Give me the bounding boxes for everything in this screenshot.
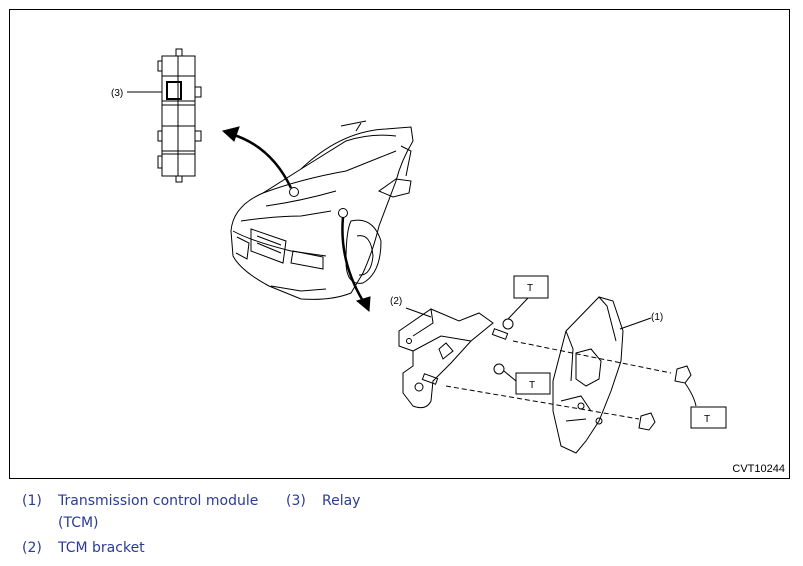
illustration: (3) — [111, 48, 727, 454]
legend-item-2: (2) TCM bracket — [22, 537, 222, 559]
bracket-callout: (2) — [390, 296, 402, 307]
tcm-bracket — [398, 307, 509, 409]
alignment-lines — [445, 340, 672, 420]
legend-label: Transmission control module — [58, 493, 259, 509]
relay-callout: (3) — [111, 88, 123, 99]
tcm-module — [552, 296, 652, 454]
svg-text:T: T — [527, 283, 533, 294]
legend-number: (3) — [286, 493, 306, 509]
legend-item-1: (1) Transmission control module (TCM) — [22, 490, 272, 534]
svg-text:T: T — [529, 380, 535, 391]
module-callout: (1) — [651, 312, 663, 323]
torque-box-right: T — [690, 406, 727, 429]
figure-code: CVT10244 — [732, 463, 785, 475]
legend-label: Relay — [322, 493, 361, 509]
torque-box-middle: T — [515, 372, 551, 395]
legend-label-continued: (TCM) — [58, 515, 99, 531]
pointer-arrows — [221, 126, 371, 313]
legend-item-3: (3) Relay — [286, 490, 406, 512]
relay-block — [127, 48, 202, 183]
vehicle-illustration — [230, 120, 414, 300]
legend-number: (1) — [22, 493, 42, 509]
legend-label: TCM bracket — [58, 540, 145, 556]
fasteners — [493, 297, 697, 431]
svg-text:T: T — [704, 414, 710, 425]
figure-frame: (3) — [9, 9, 790, 479]
legend-number: (2) — [22, 540, 42, 556]
torque-box-top: T — [513, 275, 549, 299]
